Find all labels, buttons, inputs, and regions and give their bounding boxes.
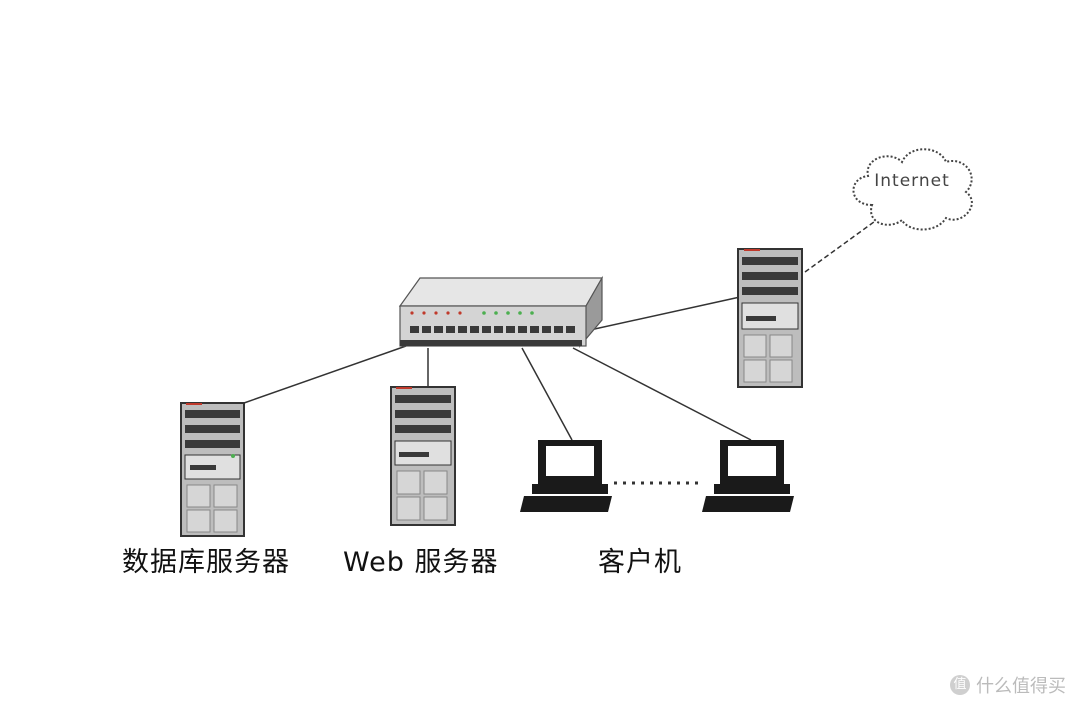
client-label: 客户机 [598,547,682,578]
watermark-text: 什么值得买 [976,676,1066,697]
database-server-label: 数据库服务器 [122,547,290,578]
network-switch-icon [398,275,604,349]
internet-cloud-icon [852,148,973,231]
link-switch-gateway [589,296,741,331]
link-switch-db [243,345,407,404]
client-computer-2-icon [702,440,794,512]
web-server-icon [390,386,456,526]
watermark: 值 什么值得买 [950,672,1066,698]
link-gateway-internet [804,218,879,273]
connection-lines [243,218,879,485]
gateway-server-icon [737,248,803,388]
web-server-label: Web 服务器 [343,547,499,578]
internet-label: Internet [874,171,950,191]
link-switch-client1 [521,347,573,441]
smzdm-logo-icon: 值 [950,675,970,695]
client-computer-1-icon [520,440,612,512]
database-server-icon [180,402,245,537]
link-switch-client2 [572,347,752,441]
